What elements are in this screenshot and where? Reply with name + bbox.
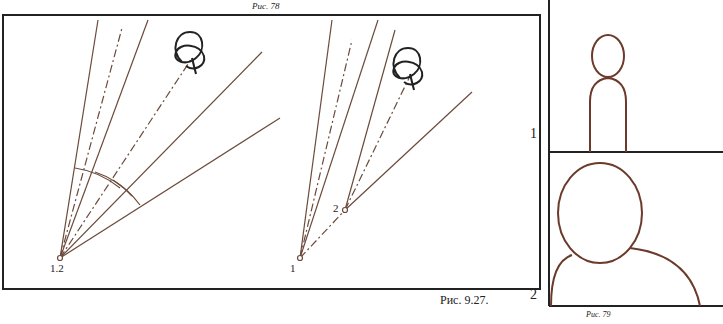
person-figure xyxy=(551,35,700,306)
viewpoint-number: 1.2 xyxy=(50,263,64,274)
view-fan xyxy=(298,20,473,261)
viewpoint-number: 1 xyxy=(290,263,296,274)
shot-frames xyxy=(549,0,723,306)
shot-number: 1 xyxy=(530,127,537,141)
view-fan xyxy=(58,20,281,261)
frame xyxy=(3,15,540,289)
shot-number: 2 xyxy=(530,288,537,302)
knot-figure xyxy=(175,32,204,74)
figure-title: Рис. 78 xyxy=(252,2,280,11)
figure-caption: Рис. 9.27. xyxy=(440,294,488,306)
knot-figure xyxy=(393,48,422,90)
figure-title: Рис. 79 xyxy=(586,311,610,319)
viewpoint-number: 2 xyxy=(333,203,339,214)
